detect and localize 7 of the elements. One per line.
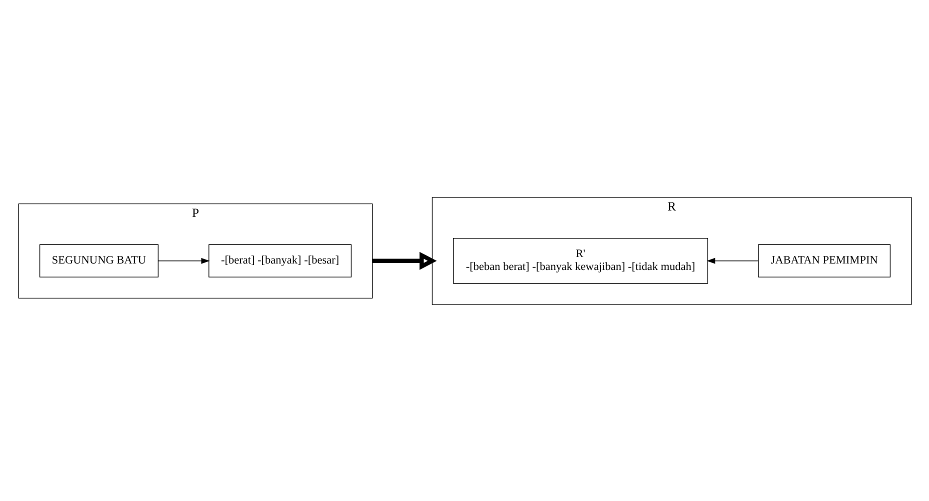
arrow [706, 257, 758, 264]
arrow [157, 257, 210, 264]
arrow [372, 251, 436, 270]
node-box: R' -[beban berat] -[banyak kewajiban] -[tidak mudah] [452, 237, 708, 284]
node-box: SEGUNUNG BATU [38, 244, 158, 277]
node-box: -[berat] -[banyak] -[besar] [208, 244, 352, 277]
node-box: JABATAN PEMIMPIN [758, 244, 890, 277]
